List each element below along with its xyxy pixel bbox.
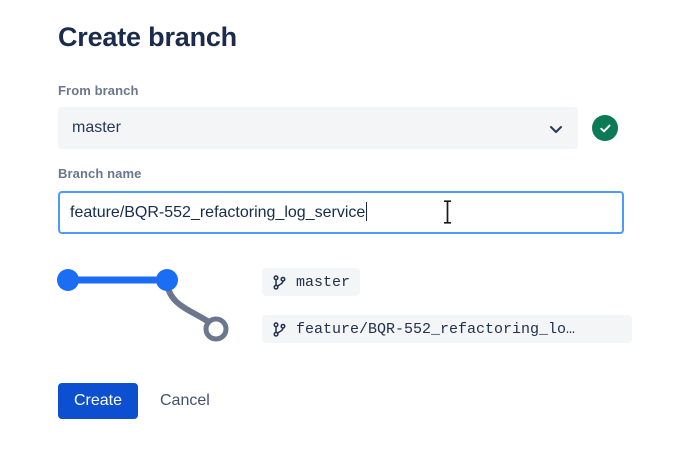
git-branch-icon (272, 321, 287, 337)
from-branch-row: master (58, 107, 632, 149)
create-button[interactable]: Create (58, 383, 138, 419)
text-caret (366, 202, 368, 221)
from-branch-select[interactable]: master (58, 107, 578, 149)
branch-chip-feature-label: feature/BQR-552_refactoring_lo… (296, 320, 576, 338)
branch-name-input[interactable]: feature/BQR-552_refactoring_log_service (58, 191, 624, 234)
from-branch-label: From branch (58, 83, 139, 98)
branch-chip-master-label: master (296, 273, 351, 291)
branch-name-value: feature/BQR-552_refactoring_log_service (70, 204, 366, 221)
page-title: Create branch (58, 22, 237, 52)
branch-graph (52, 262, 242, 346)
cancel-button[interactable]: Cancel (152, 383, 218, 419)
from-branch-value: master (72, 119, 121, 136)
branch-name-input-text: feature/BQR-552_refactoring_log_service (70, 202, 368, 222)
git-branch-icon (272, 274, 287, 290)
chevron-down-icon[interactable] (548, 121, 564, 137)
branch-chip-master: master (262, 268, 361, 296)
check-circle-icon (592, 115, 618, 141)
branch-name-label: Branch name (58, 166, 142, 181)
branch-chip-feature: feature/BQR-552_refactoring_lo… (262, 315, 632, 343)
